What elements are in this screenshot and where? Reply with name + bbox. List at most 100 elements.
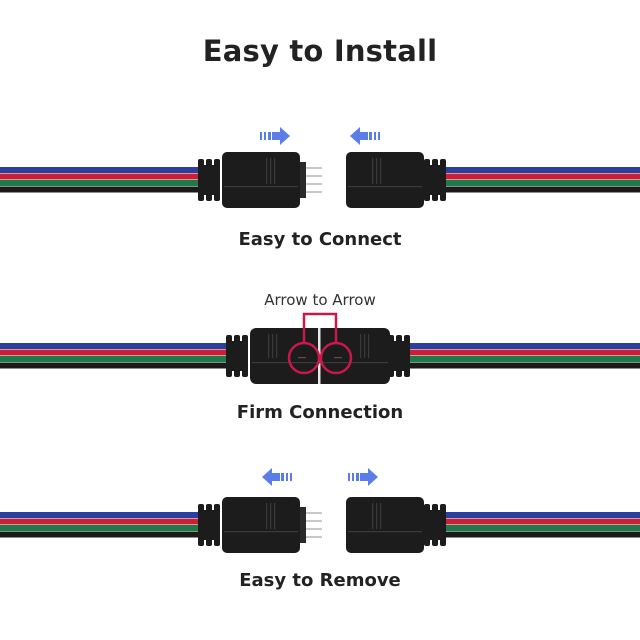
wire xyxy=(0,180,200,186)
wires-left-connect xyxy=(0,167,200,194)
wires-right-remove xyxy=(440,512,640,539)
arrow-left-icon xyxy=(262,468,292,486)
wire xyxy=(440,167,640,173)
connector-body xyxy=(222,152,300,208)
connector-collar xyxy=(300,162,306,198)
wires-left-connected xyxy=(0,343,230,370)
connector-pin xyxy=(306,536,322,538)
wire xyxy=(0,167,200,173)
wire-gap xyxy=(0,531,200,532)
connector-pin xyxy=(306,167,322,169)
arrow-dash xyxy=(264,132,266,140)
connector-rib-core xyxy=(198,165,220,195)
arrow-dash xyxy=(374,132,376,140)
wire-gap xyxy=(0,349,230,350)
connector-body xyxy=(222,497,300,553)
wire xyxy=(0,186,200,193)
connector-groove xyxy=(274,503,276,529)
arrow-dash xyxy=(352,473,354,481)
connector-seam xyxy=(252,362,388,364)
connector-groove xyxy=(270,158,272,184)
connector-collar xyxy=(300,507,306,543)
wire-gap xyxy=(410,349,640,350)
connector-rib-core xyxy=(388,341,410,371)
connector-groove xyxy=(274,158,276,184)
wires-right-connected xyxy=(410,343,640,370)
wires-left-remove xyxy=(0,512,200,539)
arrow-mark-left xyxy=(298,357,306,359)
wire-gap xyxy=(0,524,200,526)
male-connector-connect xyxy=(198,152,322,208)
arrow-left-icon xyxy=(350,127,380,145)
connector-rib-core xyxy=(198,510,220,540)
connector-groove xyxy=(368,334,370,358)
connector-groove xyxy=(376,503,378,529)
arrow-head xyxy=(280,127,290,145)
arrow-dash xyxy=(348,473,350,481)
wire xyxy=(0,356,230,362)
connector-groove xyxy=(360,334,362,358)
wire xyxy=(440,173,640,180)
connector-pin xyxy=(306,191,322,193)
wire xyxy=(440,180,640,186)
caption-connect: Easy to Connect xyxy=(238,229,402,250)
wire-gap xyxy=(440,186,640,187)
wire xyxy=(0,343,230,349)
arrow-shaft xyxy=(360,132,368,140)
caption-remove: Easy to Remove xyxy=(239,570,401,591)
arrow-right-icon xyxy=(260,127,290,145)
connector-groove xyxy=(272,334,274,358)
arrow-mark-right xyxy=(334,357,342,359)
connector-pin xyxy=(306,183,322,185)
wires-right-connect xyxy=(440,167,640,194)
wire xyxy=(0,525,200,531)
arrow-shaft xyxy=(360,473,368,481)
caption-firm-connection: Firm Connection xyxy=(236,402,404,423)
arrow-dash xyxy=(290,473,292,481)
wire-gap xyxy=(0,537,200,539)
arrow-head xyxy=(368,468,378,486)
arrow-shaft xyxy=(272,473,280,481)
arrow-dash xyxy=(378,132,380,140)
wire-gap xyxy=(440,179,640,181)
connector-pin xyxy=(306,520,322,522)
wire xyxy=(440,186,640,193)
connector-pin xyxy=(306,175,322,177)
wire-gap xyxy=(410,362,640,363)
connector-body xyxy=(346,497,424,553)
arrow-dash xyxy=(356,473,359,481)
wire-gap xyxy=(410,368,640,370)
joined-connector xyxy=(226,312,410,384)
wire xyxy=(410,349,640,356)
arrow-head xyxy=(262,468,272,486)
connector-pin xyxy=(306,512,322,514)
female-connector-connect xyxy=(346,152,446,208)
arrow-right-icon xyxy=(348,468,378,486)
connector-groove xyxy=(268,334,270,358)
connector-groove xyxy=(266,503,268,529)
connector-groove xyxy=(266,158,268,184)
arrow-dash xyxy=(260,132,262,140)
connector-rib-core xyxy=(424,165,446,195)
wire-gap xyxy=(440,173,640,174)
connector-groove xyxy=(364,334,366,358)
wire xyxy=(0,518,200,525)
annotation-arrow-to-arrow: Arrow to Arrow xyxy=(264,291,376,309)
connector-seam xyxy=(224,186,298,188)
wire xyxy=(440,518,640,525)
wire-gap xyxy=(440,192,640,194)
arrow-dash xyxy=(268,132,271,140)
wire-gap xyxy=(440,537,640,539)
annotation-bracket xyxy=(302,312,338,343)
wire xyxy=(440,531,640,538)
wire xyxy=(440,512,640,518)
connector-groove xyxy=(380,503,382,529)
wire xyxy=(440,525,640,531)
connector-groove xyxy=(380,158,382,184)
wire xyxy=(0,531,200,538)
wire-gap xyxy=(0,355,230,357)
wire xyxy=(410,362,640,369)
female-connector-remove xyxy=(346,497,446,553)
wire-gap xyxy=(440,518,640,519)
